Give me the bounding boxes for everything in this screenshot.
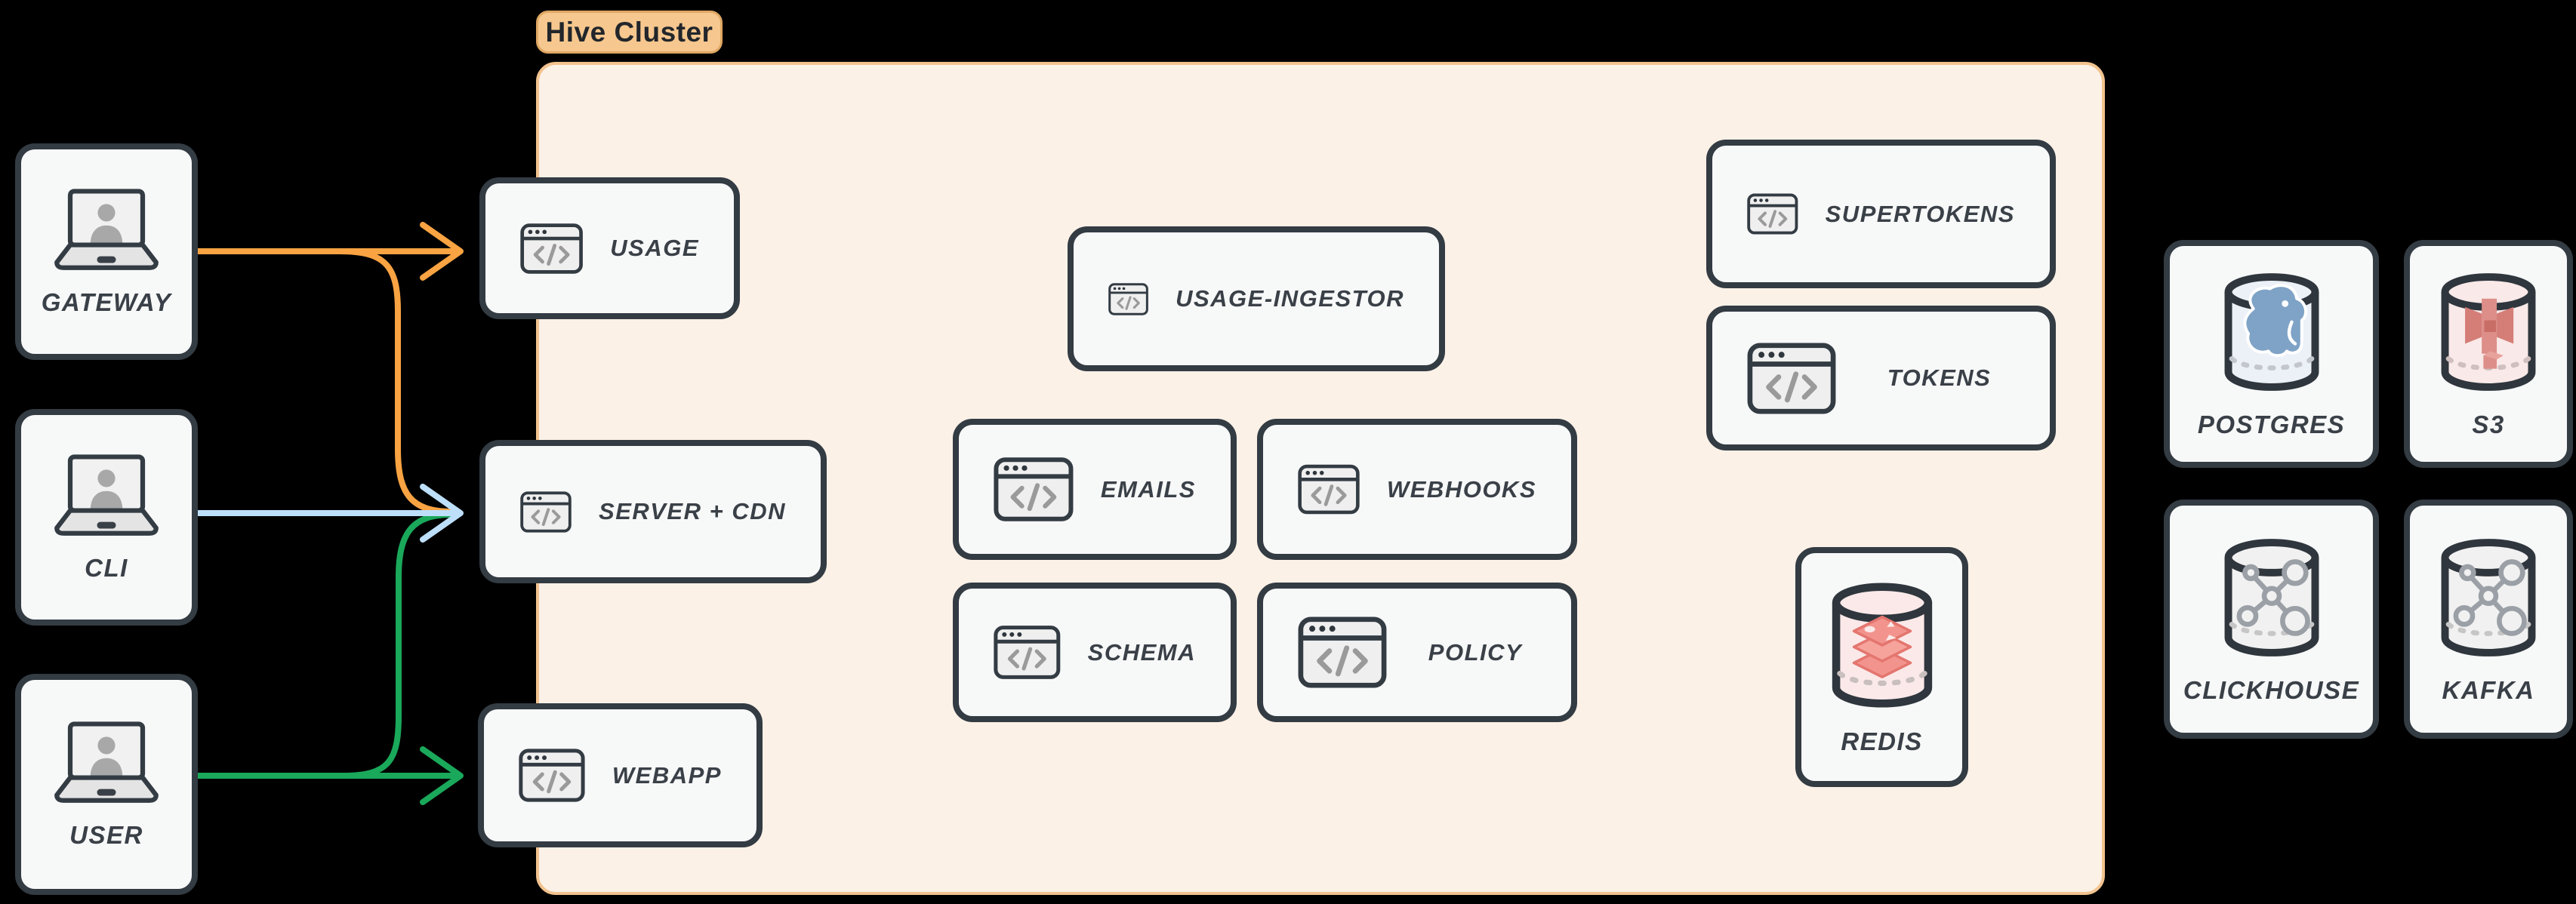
laptop-user-icon — [46, 187, 167, 273]
node-redis-label: REDIS — [1841, 727, 1923, 755]
code-window-icon — [520, 490, 572, 533]
code-window-icon — [1108, 282, 1148, 315]
code-window-icon — [994, 454, 1074, 525]
node-tokens-label: TOKENS — [1887, 364, 1992, 391]
node-s3-label: S3 — [2472, 410, 2505, 438]
code-window-icon — [994, 617, 1061, 688]
node-supertokens-label: SUPERTOKENS — [1825, 200, 2015, 227]
code-window-icon — [1747, 343, 1836, 414]
node-usage-label: USAGE — [610, 235, 699, 261]
node-cli: CLI — [15, 409, 198, 626]
node-webhooks: WEBHOOKS — [1257, 419, 1577, 560]
node-usage: USAGE — [479, 177, 740, 319]
node-webapp-label: WEBAPP — [612, 761, 722, 789]
laptop-user-icon — [46, 453, 167, 539]
code-window-icon — [1298, 454, 1360, 525]
node-clickhouse: CLICKHOUSE — [2164, 500, 2379, 739]
node-schema: SCHEMA — [953, 583, 1237, 722]
node-webhooks-label: WEBHOOKS — [1387, 475, 1536, 503]
edge-cli-arrowhead — [420, 484, 464, 543]
node-user-label: USER — [69, 820, 143, 849]
node-tokens: TOKENS — [1706, 306, 2056, 450]
edge-gateway-to-server-cdn — [337, 248, 454, 515]
node-s3: S3 — [2404, 240, 2573, 468]
node-cli-label: CLI — [85, 553, 128, 582]
edge-user-to-server-cdn — [340, 512, 454, 779]
node-server-cdn-label: SERVER + CDN — [599, 498, 786, 524]
node-schema-label: SCHEMA — [1087, 638, 1196, 666]
kafka-database-icon — [2435, 534, 2542, 661]
node-server-cdn: SERVER + CDN — [479, 440, 827, 583]
node-kafka-label: KAFKA — [2442, 675, 2535, 704]
laptop-user-icon — [46, 720, 167, 806]
node-webapp: WEBAPP — [478, 703, 763, 847]
node-emails-label: EMAILS — [1100, 475, 1196, 503]
edge-gateway-arrowhead — [420, 222, 464, 281]
node-user: USER — [15, 674, 198, 895]
hive-cluster-badge: Hive Cluster — [536, 11, 723, 54]
node-gateway-label: GATEWAY — [41, 287, 172, 316]
code-window-icon — [1298, 617, 1387, 688]
node-postgres-label: POSTGRES — [2197, 410, 2346, 438]
code-window-icon — [1747, 193, 1798, 235]
node-emails: EMAILS — [953, 419, 1237, 560]
node-postgres: POSTGRES — [2164, 240, 2379, 468]
code-window-icon — [519, 739, 585, 811]
node-redis: REDIS — [1795, 547, 1968, 787]
postgres-database-icon — [2218, 269, 2325, 395]
node-usage-ingestor: USAGE-INGESTOR — [1068, 226, 1445, 371]
redis-database-icon — [1826, 578, 1939, 712]
hive-cluster-label: Hive Cluster — [545, 16, 713, 48]
node-supertokens: SUPERTOKENS — [1706, 140, 2056, 288]
code-window-icon — [520, 213, 583, 284]
node-policy-label: POLICY — [1428, 638, 1523, 666]
node-policy: POLICY — [1257, 583, 1577, 722]
node-clickhouse-label: CLICKHOUSE — [2183, 675, 2360, 704]
s3-database-icon — [2435, 269, 2542, 395]
node-gateway: GATEWAY — [15, 143, 198, 360]
node-kafka: KAFKA — [2404, 500, 2573, 739]
edge-user-arrowhead — [420, 746, 464, 805]
node-usage-ingestor-label: USAGE-INGESTOR — [1176, 285, 1404, 312]
clickhouse-database-icon — [2218, 534, 2325, 661]
